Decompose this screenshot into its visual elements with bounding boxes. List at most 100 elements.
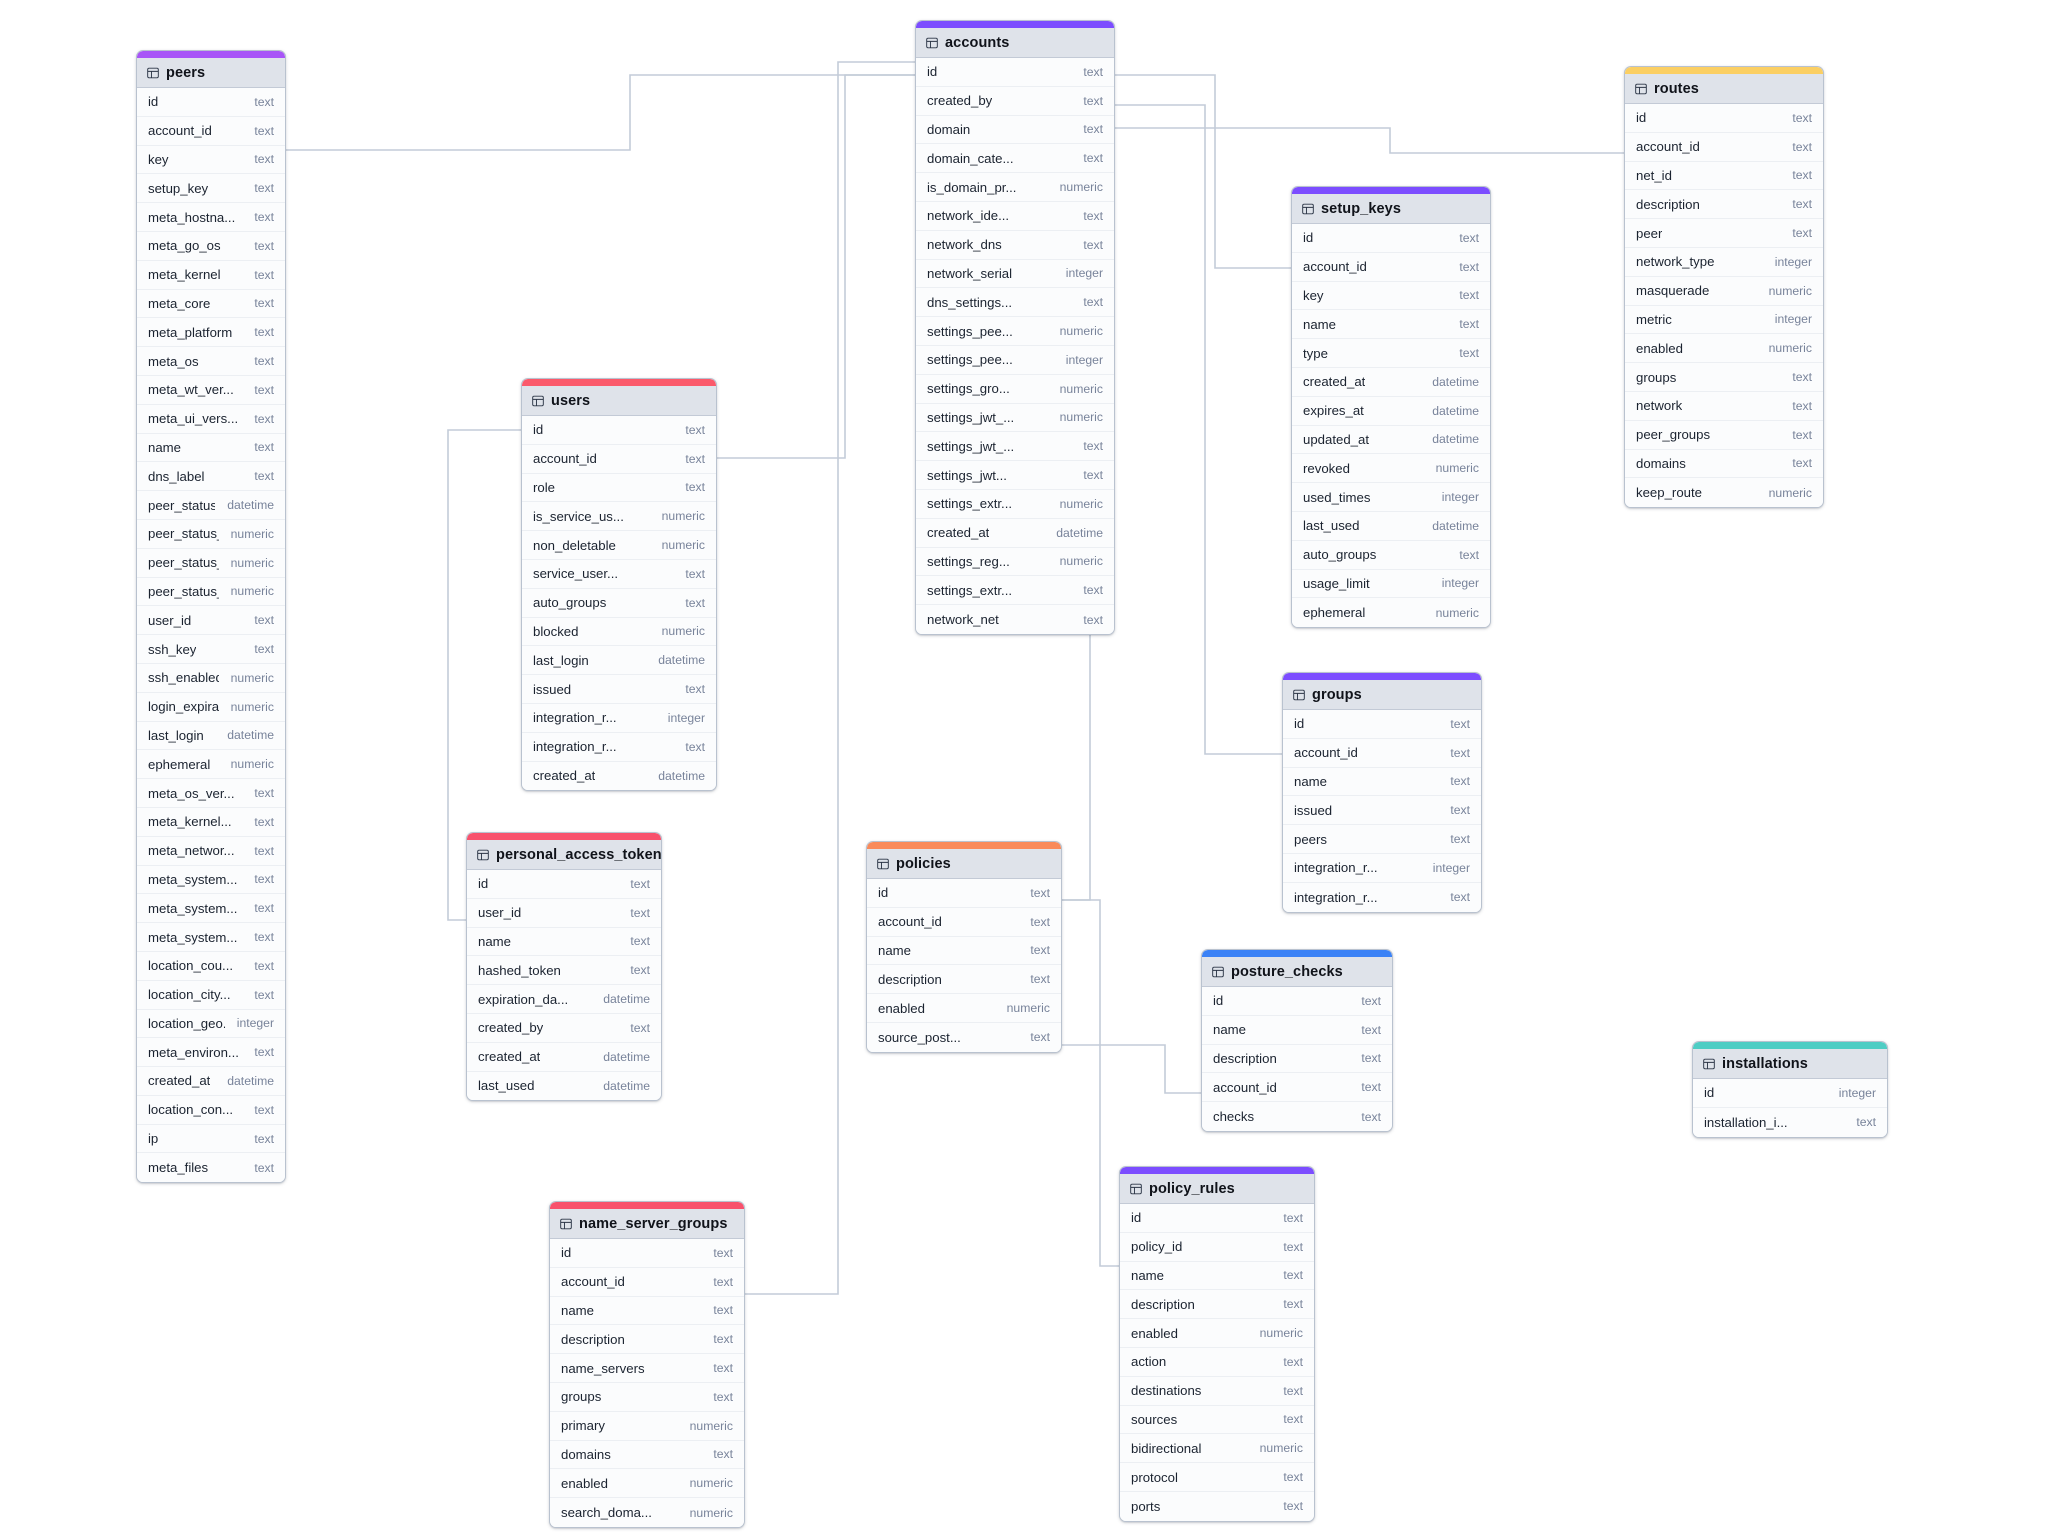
field-row[interactable]: meta_system...text: [137, 894, 285, 924]
field-row[interactable]: domain_cate...text: [916, 144, 1114, 174]
field-row[interactable]: peer_status_...numeric: [137, 577, 285, 607]
field-row[interactable]: meta_wt_ver...text: [137, 375, 285, 405]
field-row[interactable]: source_post...text: [867, 1022, 1061, 1052]
field-row[interactable]: settings_jwt_...text: [916, 432, 1114, 462]
field-row[interactable]: location_city...text: [137, 980, 285, 1010]
table-header-groups[interactable]: groups: [1283, 680, 1481, 710]
table-header-routes[interactable]: routes: [1625, 74, 1823, 104]
table-header-policy_rules[interactable]: policy_rules: [1120, 1174, 1314, 1204]
field-row[interactable]: dns_settings...text: [916, 288, 1114, 318]
field-row[interactable]: settings_extr...numeric: [916, 489, 1114, 519]
table-header-personal_access_tokens[interactable]: personal_access_tokens: [467, 840, 661, 870]
field-row[interactable]: login_expirati...numeric: [137, 692, 285, 722]
field-row[interactable]: peer_status_...numeric: [137, 548, 285, 578]
field-row[interactable]: is_domain_pr...numeric: [916, 173, 1114, 202]
field-row[interactable]: integration_r...text: [522, 732, 716, 762]
field-row[interactable]: meta_os_ver...text: [137, 779, 285, 808]
table-header-users[interactable]: users: [522, 386, 716, 416]
field-row[interactable]: meta_hostna...text: [137, 203, 285, 232]
field-row[interactable]: settings_gro...numeric: [916, 374, 1114, 404]
field-row[interactable]: integration_r...integer: [1283, 853, 1481, 883]
table-header-policies[interactable]: policies: [867, 849, 1061, 879]
field-row[interactable]: meta_environ...text: [137, 1038, 285, 1068]
field-row[interactable]: service_user...text: [522, 559, 716, 589]
field-row[interactable]: settings_pee...integer: [916, 345, 1114, 375]
field-row[interactable]: network_ide...text: [916, 201, 1114, 231]
field-row[interactable]: integration_r...text: [1283, 882, 1481, 912]
field-row[interactable]: location_con...text: [137, 1095, 285, 1125]
field-row[interactable]: is_service_us...numeric: [522, 502, 716, 532]
field-row[interactable]: meta_system...text: [137, 923, 285, 952]
field-row[interactable]: expiration_da...datetime: [467, 985, 661, 1014]
field-row[interactable]: integration_r...integer: [522, 703, 716, 733]
field-row[interactable]: meta_system...text: [137, 865, 285, 895]
table-header-posture_checks[interactable]: posture_checks: [1202, 957, 1392, 987]
field-row[interactable]: meta_kernel...text: [137, 807, 285, 837]
field-row[interactable]: installation_i...text: [1693, 1107, 1887, 1137]
field-row[interactable]: settings_jwt_...numeric: [916, 403, 1114, 433]
